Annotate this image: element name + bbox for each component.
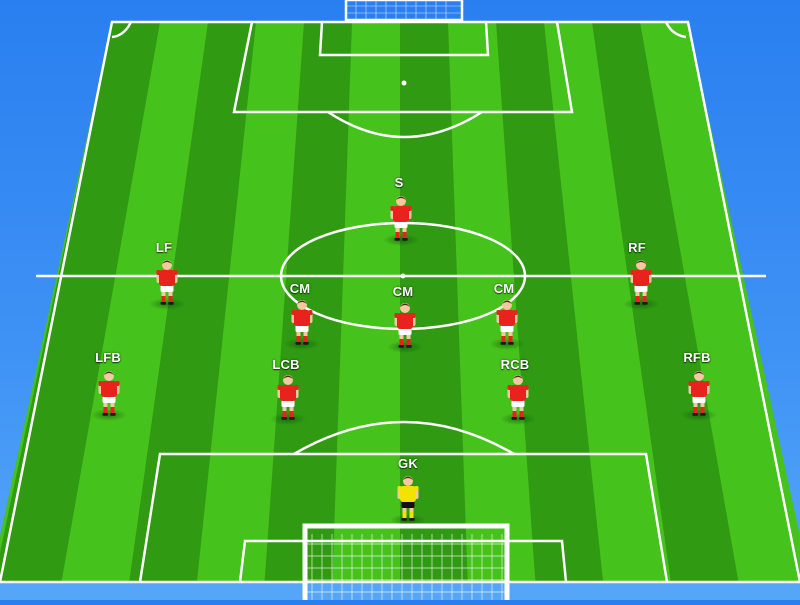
goalkeeper-figure [390, 476, 426, 526]
player-figure [270, 375, 306, 425]
player-figure [623, 260, 659, 310]
player-figure [284, 300, 320, 350]
player-figure [91, 371, 127, 421]
far-penalty-spot [401, 80, 407, 86]
position-label: LCB [272, 357, 300, 372]
position-label: CM [493, 281, 515, 296]
player-figure [387, 303, 423, 353]
far-penalty-area [232, 21, 574, 114]
player-figure [500, 375, 536, 425]
grass-stripes [0, 22, 742, 582]
position-label: S [394, 175, 404, 190]
position-label: RFB [683, 350, 711, 365]
player-figure [383, 196, 419, 246]
near-goal-area [238, 539, 568, 583]
centre-spot [400, 273, 406, 279]
position-label: LF [155, 240, 173, 255]
position-label: RCB [500, 357, 530, 372]
far-goal [344, 0, 464, 22]
touchline-boundary [0, 20, 800, 584]
position-label: LFB [95, 350, 121, 365]
corner-arc-top-left [111, 21, 133, 39]
corner-arc-top-right [664, 21, 687, 39]
near-penalty-arc [293, 420, 515, 456]
far-penalty-arc [327, 110, 483, 139]
position-label: RF [628, 240, 646, 255]
position-label: CM [289, 281, 311, 296]
player-figure [489, 300, 525, 350]
grass-stripe [400, 22, 469, 582]
grass-stripe [496, 22, 605, 582]
players [91, 196, 717, 526]
far-goal-area [318, 21, 490, 57]
player-figure [149, 260, 185, 310]
grass-stripe [592, 22, 742, 582]
player-figure [681, 371, 717, 421]
near-penalty-area [138, 452, 669, 583]
grass-stripe [0, 22, 160, 582]
position-label: CM [392, 284, 414, 299]
near-goal [302, 523, 510, 600]
position-label: GK [398, 456, 418, 471]
